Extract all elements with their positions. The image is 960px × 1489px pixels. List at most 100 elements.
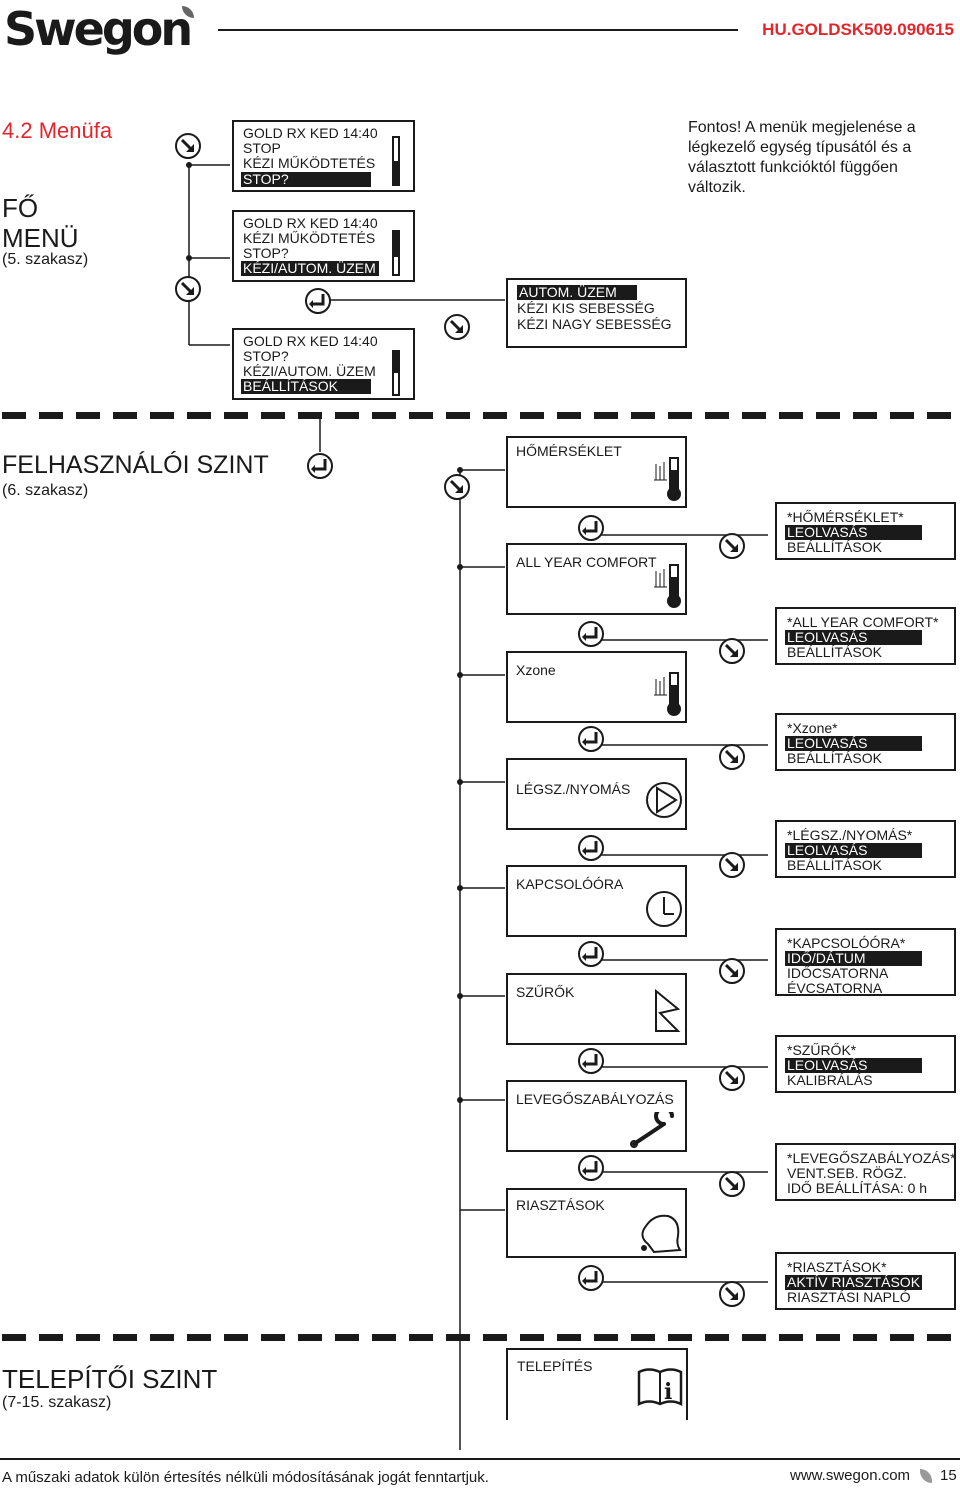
dash-segment bbox=[742, 1334, 766, 1341]
scrollbar bbox=[392, 136, 400, 186]
lcd-line: GOLD RX KED 14:40 bbox=[243, 215, 378, 231]
document-code: HU.GOLDSK509.090615 bbox=[762, 20, 954, 39]
dash-segment bbox=[76, 1334, 100, 1341]
down-arrow-button[interactable] bbox=[718, 743, 746, 771]
submenu-box: *LEVEGŐSZABÁLYOZÁS*VENT.SEB. RÖGZ.IDŐ BE… bbox=[775, 1143, 956, 1201]
fan-icon bbox=[646, 782, 682, 818]
down-arrow-button[interactable] bbox=[718, 1064, 746, 1092]
enter-button[interactable] bbox=[577, 514, 605, 542]
submenu-line: BEÁLLÍTÁSOK bbox=[787, 644, 882, 660]
submenu-line: *LÉGSZ./NYOMÁS* bbox=[787, 827, 913, 843]
dash-segment bbox=[150, 412, 174, 419]
menu-label: Xzone bbox=[516, 662, 556, 678]
submenu-line: *RIASZTÁSOK* bbox=[787, 1259, 887, 1275]
menu-label: RIASZTÁSOK bbox=[516, 1197, 605, 1213]
dash-segment bbox=[409, 412, 433, 419]
down-arrow-button[interactable] bbox=[718, 957, 746, 985]
down-arrow-button[interactable] bbox=[443, 473, 471, 501]
submenu-line: ÉVCSATORNA bbox=[787, 980, 883, 996]
header-rule bbox=[218, 29, 738, 31]
down-arrow-button[interactable] bbox=[174, 132, 202, 160]
dash-segment bbox=[668, 412, 692, 419]
lcd-line-selected: STOP? bbox=[241, 172, 371, 187]
down-arrow-button[interactable] bbox=[174, 275, 202, 303]
dash-segment bbox=[853, 1334, 877, 1341]
menu-box: Xzone bbox=[506, 651, 687, 723]
dash-segment bbox=[705, 1334, 729, 1341]
clock-icon bbox=[646, 891, 682, 927]
bell-icon bbox=[641, 1214, 682, 1254]
dash-segment bbox=[594, 1334, 618, 1341]
dash-segment bbox=[631, 1334, 655, 1341]
lcd-line-selected: KÉZI/AUTOM. ÜZEM bbox=[241, 261, 379, 276]
down-arrow-button[interactable] bbox=[718, 637, 746, 665]
enter-button[interactable] bbox=[577, 1154, 605, 1182]
enter-button[interactable] bbox=[577, 1047, 605, 1075]
enter-button[interactable] bbox=[577, 940, 605, 968]
submenu-line: IDŐ BEÁLLÍTÁSA: 0 h bbox=[787, 1180, 928, 1196]
info-book-icon: i bbox=[637, 1368, 683, 1407]
dash-segment bbox=[39, 1334, 63, 1341]
swegon-logo: Swegon bbox=[4, 2, 193, 56]
footer-website: www.swegon.com bbox=[790, 1467, 911, 1484]
enter-button[interactable] bbox=[304, 287, 332, 315]
down-arrow-button[interactable] bbox=[718, 851, 746, 879]
menu-label: ALL YEAR COMFORT bbox=[516, 554, 657, 570]
lcd-line-selected: AUTOM. ÜZEM bbox=[517, 285, 637, 300]
enter-button[interactable] bbox=[577, 1264, 605, 1292]
menu-label: TELEPÍTÉS bbox=[517, 1358, 593, 1374]
submenu-line-selected: LEOLVASÁS bbox=[785, 630, 922, 645]
submenu-line: BEÁLLÍTÁSOK bbox=[787, 857, 882, 873]
dash-segment bbox=[113, 412, 137, 419]
down-arrow-button[interactable] bbox=[718, 532, 746, 560]
lcd-line: KÉZI MŰKÖDTETÉS bbox=[243, 230, 376, 246]
submenu-line: *SZŰRŐK* bbox=[787, 1042, 857, 1058]
menu-label: LÉGSZ./NYOMÁS bbox=[516, 781, 631, 797]
dash-segment bbox=[39, 412, 63, 419]
down-arrow-button[interactable] bbox=[718, 1280, 746, 1308]
dash-segment bbox=[446, 1334, 470, 1341]
dash-segment bbox=[631, 412, 655, 419]
dash-segment bbox=[224, 1334, 248, 1341]
thermometer-icon bbox=[654, 672, 681, 716]
submenu-line-selected: LEOLVASÁS bbox=[785, 525, 922, 540]
submenu-line-selected: AKTÍV RIASZTÁSOK bbox=[785, 1274, 922, 1290]
svg-text:i: i bbox=[664, 1379, 672, 1405]
dash-segment bbox=[557, 412, 581, 419]
user-level-title: FELHASZNÁLÓI SZINT bbox=[2, 451, 269, 479]
enter-button[interactable] bbox=[577, 834, 605, 862]
lcd-screen-2: GOLD RX KED 14:40 KÉZI MŰKÖDTETÉS STOP? … bbox=[232, 210, 415, 282]
dash-segment bbox=[261, 412, 285, 419]
lcd-line: STOP bbox=[243, 140, 281, 156]
dash-segment bbox=[298, 412, 322, 419]
submenu-line-selected: IDŐ/DÁTUM bbox=[785, 951, 922, 966]
dash-segment bbox=[742, 412, 766, 419]
dash-segment bbox=[927, 412, 951, 419]
dash-segment bbox=[594, 412, 618, 419]
lcd-line: KÉZI KIS SEBESSÉG bbox=[517, 300, 655, 316]
footer-leaf-icon bbox=[920, 1469, 932, 1483]
submenu-line: RIASZTÁSI NAPLÓ bbox=[787, 1289, 911, 1305]
enter-button[interactable] bbox=[577, 620, 605, 648]
thermometer-icon bbox=[654, 564, 681, 608]
dash-segment bbox=[76, 412, 100, 419]
user-level-subtitle: (6. szakasz) bbox=[2, 482, 89, 499]
dash-segment bbox=[446, 412, 470, 419]
menu-box: RIASZTÁSOK bbox=[506, 1188, 687, 1258]
down-arrow-button[interactable] bbox=[443, 313, 471, 341]
dash-segment bbox=[816, 1334, 840, 1341]
dash-segment bbox=[668, 1334, 692, 1341]
menu-label: KAPCSOLÓÓRA bbox=[516, 876, 624, 892]
dash-segment bbox=[224, 412, 248, 419]
enter-button[interactable] bbox=[306, 452, 334, 480]
lcd-line: STOP? bbox=[243, 348, 289, 364]
dash-segment bbox=[372, 1334, 396, 1341]
enter-button[interactable] bbox=[577, 725, 605, 753]
main-menu-title-2: MENÜ bbox=[2, 223, 79, 253]
menu-box: KAPCSOLÓÓRA bbox=[506, 865, 687, 937]
lcd-screen-3: GOLD RX KED 14:40 STOP? KÉZI/AUTOM. ÜZEM… bbox=[232, 328, 415, 400]
down-arrow-button[interactable] bbox=[718, 1170, 746, 1198]
footer-rule bbox=[0, 1458, 960, 1460]
